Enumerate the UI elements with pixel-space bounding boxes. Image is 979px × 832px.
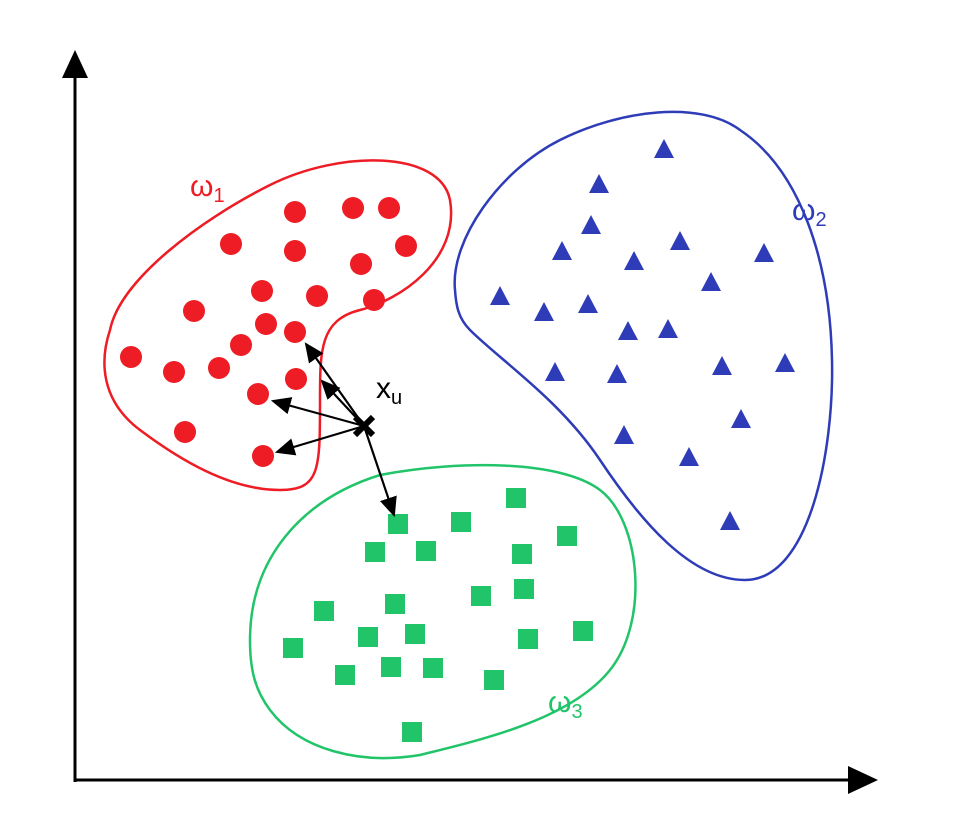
class3-square-icon (365, 542, 385, 562)
y-axis-arrow-icon (62, 50, 88, 78)
class2-triangle-icon (614, 425, 634, 444)
class1-circle-icon (252, 445, 274, 467)
class1-circle-icon (247, 383, 269, 405)
neighbor-arrow (304, 342, 365, 427)
query-cross-icon (352, 414, 376, 438)
class1-symbol: ω (190, 170, 214, 203)
class3-square-icon (471, 586, 491, 606)
class3-square-icon (512, 544, 532, 564)
class1-circle-icon (306, 285, 328, 307)
class3-square-icon (405, 624, 425, 644)
class1-circle-icon (163, 361, 185, 383)
class2-triangle-icon (607, 364, 627, 383)
class2-triangle-icon (654, 139, 674, 158)
class3-square-icon (314, 601, 334, 621)
class1-circle-icon (230, 334, 252, 356)
class2-subscript: 2 (815, 209, 827, 231)
class2-boundary (453, 110, 834, 582)
class3-symbol: ω (548, 686, 572, 719)
class2-triangle-icon (581, 215, 601, 234)
class2-triangle-icon (490, 286, 510, 305)
class1-circle-icon (350, 253, 372, 275)
class2-triangle-icon (670, 231, 690, 250)
neighbor-arrow (270, 397, 365, 428)
class2-triangle-icon (658, 319, 678, 338)
class1-circle-icon (120, 346, 142, 368)
class3-square-icon (506, 488, 526, 508)
class2-symbol: ω (792, 194, 816, 227)
class3-square-icon (283, 638, 303, 658)
class3-square-icon (557, 526, 577, 546)
class3-boundary (248, 463, 637, 760)
class1-circle-icon (284, 201, 306, 223)
class2-triangle-icon (545, 362, 565, 381)
class1-circle-icon (220, 233, 242, 255)
class2-triangle-icon (618, 321, 638, 340)
query-label: xu (376, 372, 403, 409)
neighbor-arrow (274, 424, 365, 456)
query-subscript: u (391, 387, 403, 409)
class2-triangle-icon (534, 302, 554, 321)
class3-square-icon (416, 541, 436, 561)
class3-square-icon (423, 658, 443, 678)
class2-triangle-icon (775, 353, 795, 372)
class3-label: ω3 (548, 686, 583, 723)
x-axis-arrow-icon (848, 766, 878, 794)
class3-square-icon (385, 594, 405, 614)
class2-triangle-icon (624, 251, 644, 270)
class3-square-icon (573, 621, 593, 641)
class3-square-icon (451, 512, 471, 532)
class2-triangle-icon (720, 511, 740, 530)
class1-circle-icon (174, 421, 196, 443)
class1-circle-icon (255, 313, 277, 335)
query-symbol: x (376, 372, 391, 405)
class3-square-icon (358, 627, 378, 647)
class1-circle-icon (285, 368, 307, 390)
class1-circle-icon (251, 280, 273, 302)
class1-circle-icon (284, 240, 306, 262)
class1-boundary (103, 159, 453, 492)
class1-label: ω1 (190, 170, 225, 207)
class2-triangle-icon (701, 272, 721, 291)
class3-square-icon (514, 579, 534, 599)
class2-triangle-icon (712, 356, 732, 375)
class3-square-icon (381, 657, 401, 677)
class3-square-icon (402, 722, 422, 742)
class1-circle-icon (378, 197, 400, 219)
class1-subscript: 1 (213, 185, 225, 207)
class1-circle-icon (342, 197, 364, 219)
class2-label: ω2 (792, 194, 827, 231)
class2-triangle-icon (589, 174, 609, 193)
class1-circle-icon (284, 321, 306, 343)
class1-circle-icon (208, 357, 230, 379)
class3-subscript: 3 (571, 701, 583, 723)
class3-square-icon (388, 514, 408, 534)
class1-circle-icon (395, 235, 417, 257)
class1-circle-icon (183, 300, 205, 322)
neighbor-arrow (362, 425, 397, 518)
class2-triangle-icon (679, 447, 699, 466)
class2-triangle-icon (754, 243, 774, 262)
class3-square-icon (484, 670, 504, 690)
class2-triangle-icon (731, 409, 751, 428)
class2-triangle-icon (578, 294, 598, 313)
class3-square-icon (518, 629, 538, 649)
class2-triangle-icon (552, 241, 572, 260)
class3-square-icon (335, 665, 355, 685)
class1-circle-icon (363, 289, 385, 311)
